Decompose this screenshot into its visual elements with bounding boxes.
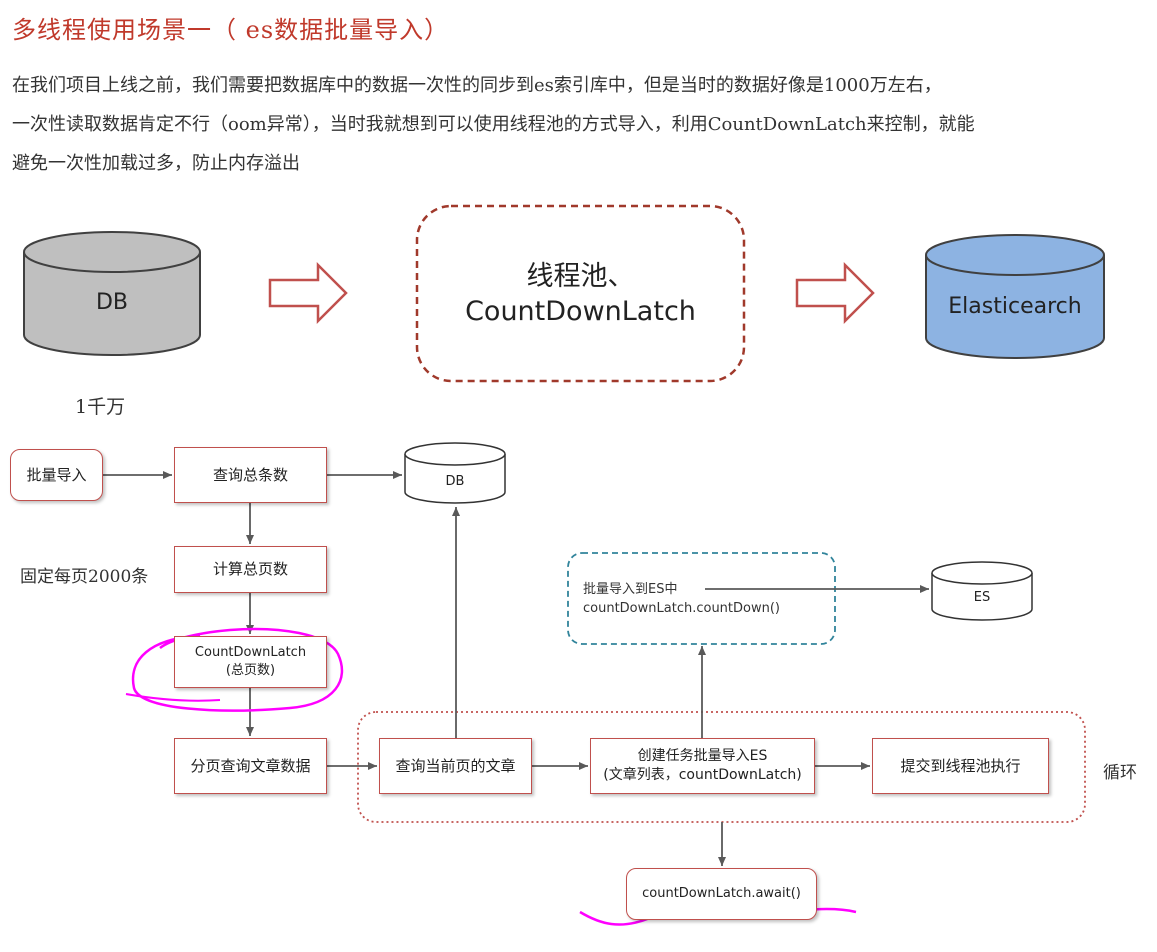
create-task-line2: (文章列表，countDownLatch) bbox=[603, 767, 802, 783]
import-es-line1: 批量导入到ES中 bbox=[583, 582, 678, 597]
create-task-line1: 创建任务批量导入ES bbox=[637, 748, 768, 765]
import-es-dashed-box bbox=[567, 552, 836, 645]
flow-es-cylinder bbox=[931, 561, 1033, 621]
submit-pool-label: 提交到线程池执行 bbox=[900, 756, 1021, 775]
calc-pages-box: 计算总页数 bbox=[174, 546, 327, 593]
flow-es-label: ES bbox=[973, 590, 991, 605]
query-total-box: 查询总条数 bbox=[174, 447, 327, 503]
query-total-label: 查询总条数 bbox=[212, 465, 288, 484]
submit-pool-box: 提交到线程池执行 bbox=[872, 738, 1049, 794]
latch-line1: CountDownLatch bbox=[194, 645, 307, 661]
await-label: countDownLatch.await() bbox=[642, 886, 801, 902]
await-box: countDownLatch.await() bbox=[626, 868, 817, 920]
import-es-text: 批量导入到ES中 countDownLatch.countDown() bbox=[583, 580, 780, 618]
paragraph-line-3: 避免一次性加载过多，防止内存溢出 bbox=[12, 153, 300, 174]
import-es-line2: countDownLatch.countDown() bbox=[583, 601, 780, 616]
flow-db-cylinder bbox=[404, 442, 506, 504]
threadpool-dashed-box bbox=[415, 204, 746, 383]
top-es-label: Elasticearch bbox=[948, 294, 1082, 319]
top-db-cylinder bbox=[23, 231, 201, 356]
highlight-circle bbox=[131, 627, 344, 712]
loop-label: 循环 bbox=[1103, 763, 1137, 783]
page-title: 多线程使用场景一（ es数据批量导入） bbox=[12, 16, 450, 44]
paged-query-box: 分页查询文章数据 bbox=[174, 738, 327, 794]
threadpool-label-line2: CountDownLatch bbox=[465, 296, 696, 327]
create-task-box: 创建任务批量导入ES (文章列表，countDownLatch) bbox=[590, 738, 815, 794]
intro-paragraph: 在我们项目上线之前，我们需要把数据库中的数据一次性的同步到es索引库中，但是当时… bbox=[12, 66, 1142, 183]
query-current-label: 查询当前页的文章 bbox=[395, 756, 516, 775]
top-es-cylinder bbox=[925, 234, 1105, 359]
flow-db-label: DB bbox=[445, 474, 465, 489]
paragraph-line-1: 在我们项目上线之前，我们需要把数据库中的数据一次性的同步到es索引库中，但是当时… bbox=[12, 75, 942, 96]
top-arrow-left bbox=[268, 261, 348, 325]
latch-line2: (总页数) bbox=[225, 663, 276, 678]
highlight-circle-tail bbox=[125, 693, 221, 702]
flow-connectors bbox=[103, 471, 929, 866]
paged-query-label: 分页查询文章数据 bbox=[190, 756, 311, 775]
threadpool-label-line1: 线程池、 bbox=[526, 261, 635, 292]
countdownlatch-box: CountDownLatch (总页数) bbox=[174, 636, 327, 688]
top-db-label: DB bbox=[95, 290, 129, 315]
paragraph-line-2: 一次性读取数据肯定不行（oom异常），当时我就想到可以使用线程池的方式导入，利用… bbox=[12, 114, 975, 135]
batch-import-start: 批量导入 bbox=[10, 449, 103, 501]
top-arrow-right bbox=[795, 261, 875, 325]
query-current-box: 查询当前页的文章 bbox=[379, 738, 532, 794]
batch-import-label: 批量导入 bbox=[26, 465, 87, 484]
page-size-note: 固定每页2000条 bbox=[20, 567, 149, 587]
calc-pages-label: 计算总页数 bbox=[212, 560, 288, 579]
db-caption: 1千万 bbox=[75, 396, 126, 418]
